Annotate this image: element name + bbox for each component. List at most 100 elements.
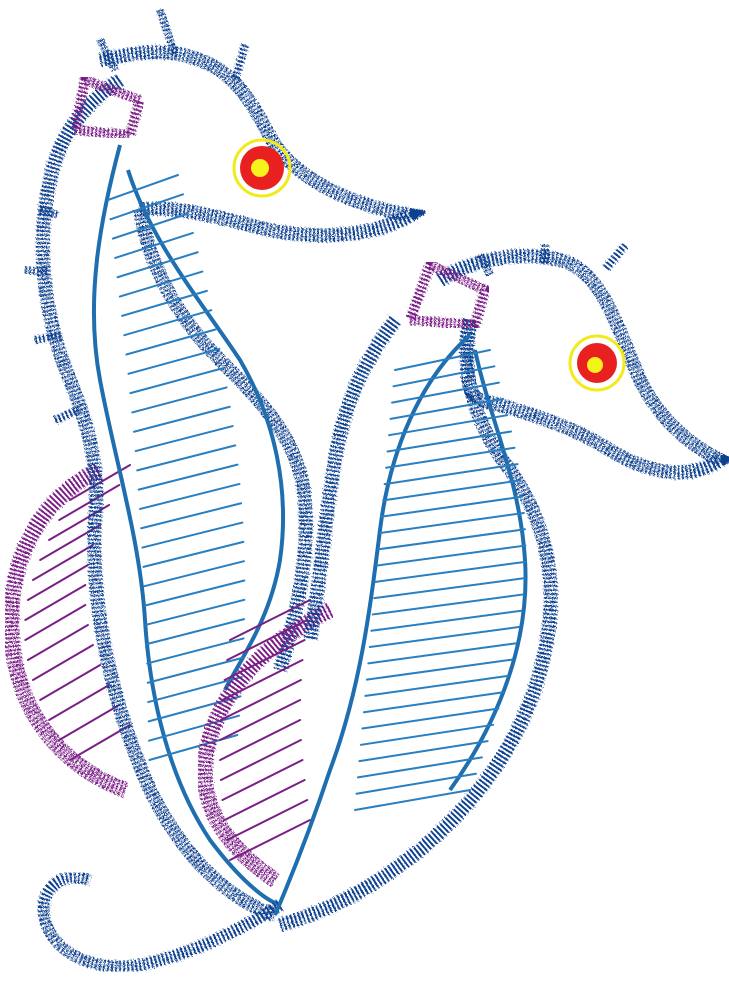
stitch-line bbox=[31, 644, 94, 681]
left-belly-accent bbox=[3, 462, 128, 798]
stitch-line bbox=[356, 756, 483, 779]
stitch-line bbox=[144, 598, 246, 626]
stitch-line bbox=[368, 626, 520, 649]
left-head-outline bbox=[98, 45, 430, 243]
stitch-line bbox=[365, 658, 514, 681]
right-neck-accent bbox=[403, 258, 491, 331]
stitch-line bbox=[394, 349, 491, 371]
stitch-line bbox=[388, 414, 509, 437]
stitch-line bbox=[373, 577, 526, 600]
stitch-line bbox=[385, 446, 516, 469]
stitch-line bbox=[229, 819, 311, 861]
stitch-line bbox=[376, 544, 527, 567]
stitch-line bbox=[39, 664, 102, 701]
left-eye bbox=[232, 138, 292, 198]
stitch-line bbox=[377, 528, 526, 551]
stitch-line bbox=[219, 679, 302, 721]
stitch-line bbox=[116, 251, 199, 279]
stitch-line bbox=[221, 759, 304, 801]
left-crown-spikes bbox=[96, 8, 249, 82]
stitch-line bbox=[137, 463, 239, 491]
stitch-line bbox=[136, 444, 237, 472]
stitch-line bbox=[111, 212, 189, 240]
stitch-line bbox=[134, 425, 234, 453]
stitch-line bbox=[118, 270, 204, 298]
stitch-line bbox=[147, 676, 243, 704]
right-belly-hatching bbox=[219, 599, 311, 861]
stitch-line bbox=[107, 174, 179, 201]
right-eye-pupil bbox=[587, 357, 603, 373]
left-body-stripe-inner bbox=[126, 169, 286, 691]
stitch-line bbox=[223, 639, 306, 681]
stitch-line bbox=[139, 482, 241, 510]
stitch-line bbox=[223, 779, 306, 821]
right-body-hatching bbox=[354, 349, 527, 811]
stitch-line bbox=[380, 495, 524, 518]
right-body-outline bbox=[277, 315, 558, 932]
stitch-line bbox=[146, 656, 244, 684]
stitch-line bbox=[370, 609, 523, 632]
stitch-line bbox=[374, 560, 527, 583]
stitch-line bbox=[31, 544, 94, 581]
stitch-line bbox=[24, 604, 87, 641]
stitch-line bbox=[226, 619, 309, 661]
right-crown-spikes bbox=[476, 242, 629, 277]
left-body-outline bbox=[35, 74, 313, 922]
right-seahorse bbox=[196, 242, 729, 932]
stitch-line bbox=[142, 540, 245, 568]
left-tail-curl bbox=[37, 871, 284, 973]
stitch-line bbox=[145, 618, 246, 646]
stitch-line bbox=[219, 699, 302, 741]
stitch-line bbox=[354, 789, 471, 811]
stitch-line bbox=[131, 386, 228, 414]
left-body-stripe bbox=[91, 144, 281, 907]
right-head-outline bbox=[436, 249, 729, 480]
stitch-line bbox=[133, 405, 231, 433]
stitch-line bbox=[127, 347, 221, 375]
stitch-line bbox=[229, 599, 311, 641]
stitch-line bbox=[143, 560, 246, 588]
stitch-line bbox=[146, 637, 245, 665]
stitch-line bbox=[148, 714, 241, 742]
stitch-line bbox=[382, 479, 522, 502]
left-belly-hatching bbox=[24, 464, 131, 761]
right-body-stripe-inner bbox=[448, 349, 528, 792]
stitch-line bbox=[140, 502, 243, 530]
left-back-spikes bbox=[24, 206, 80, 424]
left-eye-ring bbox=[232, 138, 292, 198]
stitch-line bbox=[391, 381, 500, 404]
stitch-line bbox=[109, 193, 184, 221]
stitch-line bbox=[141, 521, 244, 549]
stitch-line bbox=[125, 328, 217, 356]
stitch-line bbox=[371, 593, 525, 616]
left-seahorse bbox=[3, 8, 430, 973]
stitch-line bbox=[221, 659, 304, 701]
stitch-line bbox=[129, 367, 225, 395]
right-belly-accent bbox=[196, 602, 334, 887]
stitch-line bbox=[48, 504, 111, 541]
left-body-hatching bbox=[107, 174, 246, 761]
stitch-line bbox=[392, 365, 496, 388]
stitch-line bbox=[383, 463, 519, 486]
stitch-line bbox=[379, 511, 525, 534]
stitch-line bbox=[364, 674, 509, 697]
stitch-line bbox=[123, 309, 213, 337]
stitch-line bbox=[389, 397, 505, 420]
stitch-line bbox=[226, 799, 309, 841]
stitch-line bbox=[362, 691, 505, 714]
stitch-line bbox=[144, 579, 246, 607]
stitch-line bbox=[48, 684, 111, 721]
stitch-line bbox=[219, 739, 302, 781]
stitch-line bbox=[219, 719, 302, 761]
stitch-line bbox=[386, 430, 513, 453]
right-eye-ring bbox=[568, 334, 626, 392]
left-eye-pupil bbox=[251, 159, 269, 177]
stitch-line bbox=[26, 564, 89, 601]
stitch-line bbox=[358, 740, 489, 763]
stitch-line bbox=[121, 289, 208, 317]
stitch-line bbox=[58, 704, 121, 741]
stitch-line bbox=[26, 624, 89, 661]
stitch-line bbox=[359, 723, 495, 746]
right-eye bbox=[568, 334, 626, 392]
